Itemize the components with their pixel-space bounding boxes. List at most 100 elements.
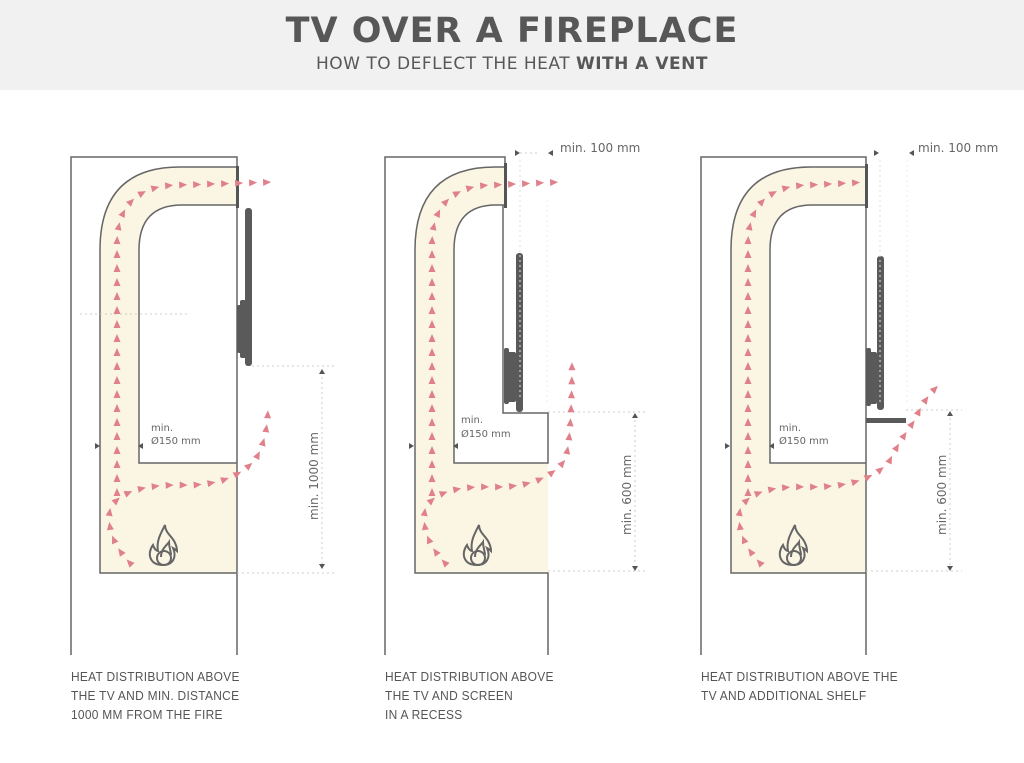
heat-arrow-icon	[744, 348, 752, 356]
caption-line: HEAT DISTRIBUTION ABOVE	[385, 669, 554, 684]
heat-arrow-icon	[428, 306, 436, 314]
heat-arrow-icon	[479, 182, 489, 190]
heat-arrow-icon	[929, 385, 938, 394]
heat-arrow-icon	[465, 185, 475, 193]
heat-arrow-icon	[428, 474, 436, 482]
heat-arrow-icon	[164, 182, 174, 190]
heat-arrow-icon	[508, 483, 518, 490]
heat-arrow-icon	[899, 431, 907, 441]
heat-arrow-icon	[428, 432, 436, 440]
heat-arrow-icon	[823, 483, 833, 491]
heat-arrow-icon	[748, 548, 756, 557]
heat-arrow-icon	[735, 507, 743, 517]
vent-grille	[504, 163, 507, 208]
heat-arrow-icon	[535, 477, 544, 484]
heat-arrow-icon	[567, 390, 575, 399]
heat-arrow-icon	[744, 460, 752, 468]
panel-2-diagram: min. 100 mm min. Ø150 mm min. 600 mm	[384, 141, 648, 655]
heat-arrow-icon	[105, 507, 113, 517]
heat-arrow-icon	[851, 179, 861, 187]
heat-arrow-icon	[249, 179, 258, 187]
heat-arrow-icon	[193, 481, 202, 489]
header-banner: TV OVER A FIREPLACE HOW TO DEFLECT THE H…	[0, 0, 1024, 90]
heat-arrow-icon	[220, 477, 229, 484]
heat-arrow-icon	[106, 521, 114, 531]
heat-arrow-icon	[113, 460, 121, 468]
heat-arrow-icon	[221, 180, 230, 188]
heat-arrow-icon	[262, 424, 270, 433]
heat-arrow-icon	[207, 180, 216, 188]
panel-3-caption: HEAT DISTRIBUTION ABOVE THE TV AND ADDIT…	[701, 667, 898, 705]
heat-arrow-icon	[567, 404, 575, 413]
heat-arrow-icon	[428, 334, 436, 342]
heat-arrow-icon	[113, 348, 121, 356]
heat-arrow-icon	[495, 483, 504, 491]
duct-fill	[100, 167, 237, 573]
heat-arrow-icon	[113, 334, 121, 342]
heat-arrow-icon	[113, 250, 121, 258]
heat-arrow-icon	[566, 418, 574, 427]
duct-fill	[415, 167, 548, 573]
heat-arrow-icon	[114, 222, 122, 231]
heat-arrow-icon	[113, 474, 121, 482]
duct-diameter-label: Ø150 mm	[461, 428, 511, 440]
heat-arrow-icon	[452, 486, 462, 494]
heat-arrow-icon	[243, 462, 253, 471]
heat-arrow-icon	[781, 484, 791, 492]
panel-2-caption: HEAT DISTRIBUTION ABOVE THE TV AND SCREE…	[385, 667, 554, 724]
heat-arrow-icon	[428, 404, 436, 412]
heat-arrow-icon	[113, 488, 121, 496]
heat-arrow-icon	[113, 446, 121, 454]
heat-arrow-icon	[481, 483, 490, 491]
subtitle-regular: HOW TO DEFLECT THE HEAT	[316, 54, 576, 74]
heat-arrow-icon	[744, 264, 752, 272]
heat-arrow-icon	[118, 548, 126, 557]
heat-arrow-icon	[428, 250, 436, 258]
heat-arrow-icon	[522, 481, 531, 488]
heat-arrow-icon	[744, 474, 752, 482]
wall-outline	[700, 156, 867, 655]
heat-arrow-icon	[744, 250, 752, 258]
vent-grille	[865, 164, 868, 208]
heat-arrow-icon	[258, 437, 266, 447]
heat-arrow-icon	[235, 179, 244, 187]
duct-min-label: min.	[779, 423, 801, 434]
heat-arrow-icon	[823, 180, 833, 188]
heat-arrow-icon	[428, 376, 436, 384]
heat-flow-arrows	[105, 178, 938, 568]
heat-arrow-icon	[744, 236, 752, 245]
heat-arrow-icon	[744, 418, 752, 426]
duct-min-label: min.	[461, 415, 483, 426]
heat-arrow-icon	[111, 497, 120, 506]
heat-arrow-icon	[433, 548, 441, 557]
page-subtitle: HOW TO DEFLECT THE HEAT WITH A VENT	[0, 52, 1024, 76]
heat-arrow-icon	[741, 497, 750, 506]
heat-arrow-icon	[744, 306, 752, 314]
heat-arrow-icon	[744, 446, 752, 454]
heat-arrow-icon	[744, 362, 752, 370]
heat-arrow-icon	[875, 466, 884, 475]
heat-arrow-icon	[428, 348, 436, 356]
caption-line: IN A RECESS	[385, 707, 463, 722]
heat-arrow-icon	[150, 185, 160, 193]
heat-arrow-icon	[768, 191, 777, 198]
heat-arrow-icon	[535, 179, 545, 187]
heat-arrow-icon	[137, 191, 146, 198]
heat-arrow-icon	[113, 418, 121, 426]
heat-arrow-icon	[263, 178, 272, 186]
duct-diameter-label: Ø150 mm	[779, 435, 829, 447]
heat-arrow-icon	[123, 491, 133, 498]
heat-arrow-icon	[126, 559, 135, 568]
heat-arrow-icon	[165, 481, 174, 489]
panel-1-diagram: min. Ø150 mm min. 1000 mm	[70, 156, 335, 655]
heat-arrow-icon	[568, 362, 576, 371]
heat-arrow-icon	[891, 443, 899, 453]
vertical-dim-label: min. 600 mm	[935, 455, 949, 535]
heat-arrow-icon	[466, 484, 476, 492]
heat-arrow-icon	[126, 198, 135, 207]
heat-arrow-icon	[745, 222, 753, 231]
duct-min-label: min.	[151, 423, 173, 434]
caption-line: THE TV AND SCREEN	[385, 688, 514, 703]
heat-arrow-icon	[744, 404, 752, 412]
top-dim-label: min. 100 mm	[560, 141, 640, 155]
